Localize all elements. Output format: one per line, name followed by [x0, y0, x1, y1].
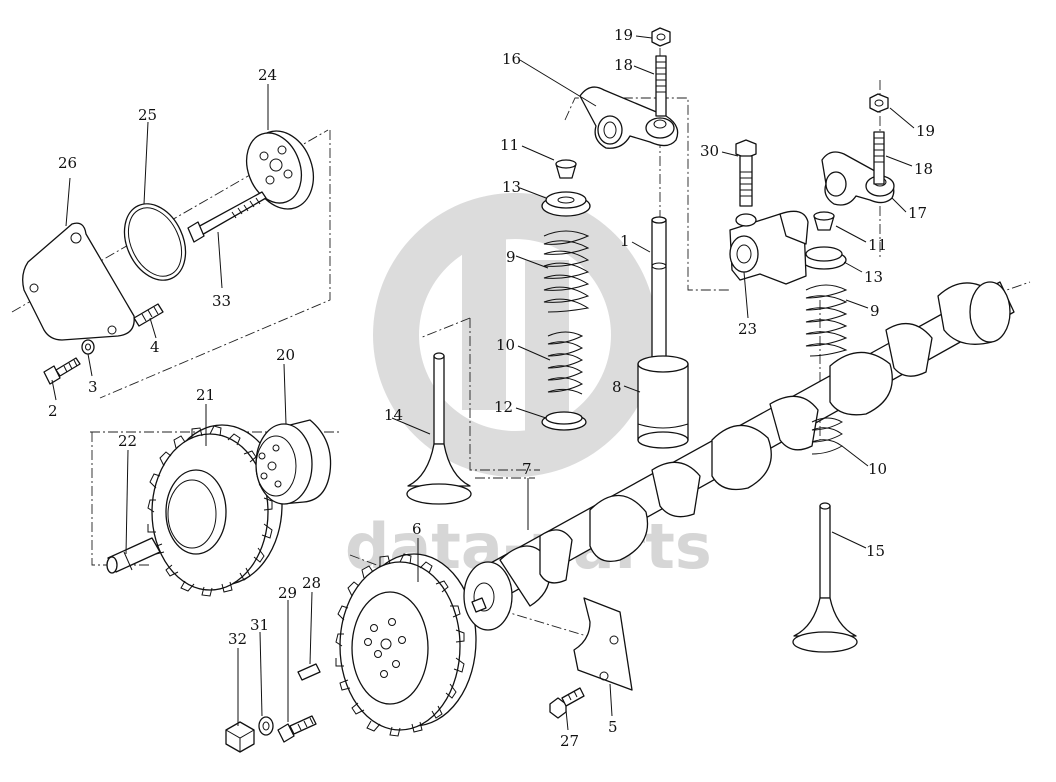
exhaust-valve — [792, 502, 858, 653]
rocker-bracket — [729, 210, 809, 285]
cap-screw-left — [43, 357, 81, 385]
callout-33: 33 — [212, 292, 231, 310]
callout-11-right: 11 — [868, 236, 887, 254]
adjusting-screw-right — [873, 131, 885, 185]
callout-22: 22 — [118, 432, 137, 450]
callout-13-left: 13 — [502, 178, 521, 196]
callout-28: 28 — [302, 574, 321, 592]
gear-washer — [258, 716, 274, 736]
callout-3: 3 — [88, 378, 98, 396]
tappet — [637, 355, 689, 449]
leader-lines — [51, 35, 915, 731]
callout-18-left: 18 — [614, 56, 633, 74]
callout-17: 17 — [908, 204, 927, 222]
callout-13-right: 13 — [864, 268, 883, 286]
callout-5: 5 — [608, 718, 618, 736]
callout-10-right: 10 — [868, 460, 887, 478]
callout-23: 23 — [738, 320, 757, 338]
callout-6: 6 — [412, 520, 422, 538]
callout-7: 7 — [522, 460, 532, 478]
callout-32: 32 — [228, 630, 247, 648]
push-rod — [651, 216, 667, 361]
spring-retainer-upper — [541, 191, 591, 217]
valve-spring-right-inner — [811, 417, 844, 455]
o-ring-seal — [123, 203, 187, 281]
camshaft — [463, 281, 1015, 631]
rocker-arm-left — [579, 86, 679, 149]
callout-31: 31 — [250, 616, 269, 634]
cover-plate — [22, 222, 135, 341]
callout-14: 14 — [384, 406, 403, 424]
callout-11-left: 11 — [500, 136, 519, 154]
hex-bolt-bottom — [225, 721, 255, 753]
gear-bolt — [277, 715, 317, 743]
callout-10-left: 10 — [496, 336, 515, 354]
idler-pin — [106, 537, 161, 574]
lock-nut-right — [869, 93, 889, 113]
idler-hub — [255, 419, 332, 505]
valve-spring-outer — [543, 230, 590, 313]
inlet-valve — [406, 352, 472, 505]
callout-24: 24 — [258, 66, 277, 84]
callout-16: 16 — [502, 50, 521, 68]
flange-disc — [245, 130, 314, 210]
callout-19-right: 19 — [916, 122, 935, 140]
callout-12: 12 — [494, 398, 513, 416]
plate-bolt — [549, 687, 585, 719]
callout-2: 2 — [48, 402, 58, 420]
spring-retainer-right — [801, 246, 847, 270]
callout-21: 21 — [196, 386, 215, 404]
callout-labels: 26 25 24 33 4 3 2 21 20 22 6 7 28 29 31 … — [48, 26, 935, 750]
callout-30: 30 — [700, 142, 719, 160]
valve-collet-right — [813, 211, 835, 231]
washer-left — [81, 339, 95, 355]
rocker-arm-right — [821, 151, 895, 206]
callout-25: 25 — [138, 106, 157, 124]
thrust-plate — [573, 597, 633, 691]
valve-collet — [555, 159, 577, 179]
callout-8: 8 — [612, 378, 622, 396]
callout-4: 4 — [150, 338, 160, 356]
valve-spring-inner — [547, 331, 584, 395]
callout-9-right: 9 — [870, 302, 880, 320]
adjusting-screw-left — [655, 55, 667, 117]
callout-20: 20 — [276, 346, 295, 364]
lock-nut-left — [651, 27, 671, 47]
callout-15: 15 — [866, 542, 885, 560]
callout-19-left: 19 — [614, 26, 633, 44]
dowel-pin — [297, 663, 321, 681]
callout-29: 29 — [278, 584, 297, 602]
watermark-logo — [373, 193, 657, 477]
callout-9-left: 9 — [506, 248, 516, 266]
callout-26: 26 — [58, 154, 77, 172]
bracket-bolt — [735, 139, 757, 207]
camshaft-gear — [335, 553, 477, 737]
spring-seat-lower — [541, 411, 587, 431]
callout-1: 1 — [620, 232, 630, 250]
callout-18-right: 18 — [914, 160, 933, 178]
idler-gear — [147, 424, 283, 597]
callout-27: 27 — [560, 732, 579, 750]
small-stud — [133, 303, 164, 327]
valve-spring-right-outer — [805, 284, 848, 357]
long-bolt — [187, 191, 267, 243]
